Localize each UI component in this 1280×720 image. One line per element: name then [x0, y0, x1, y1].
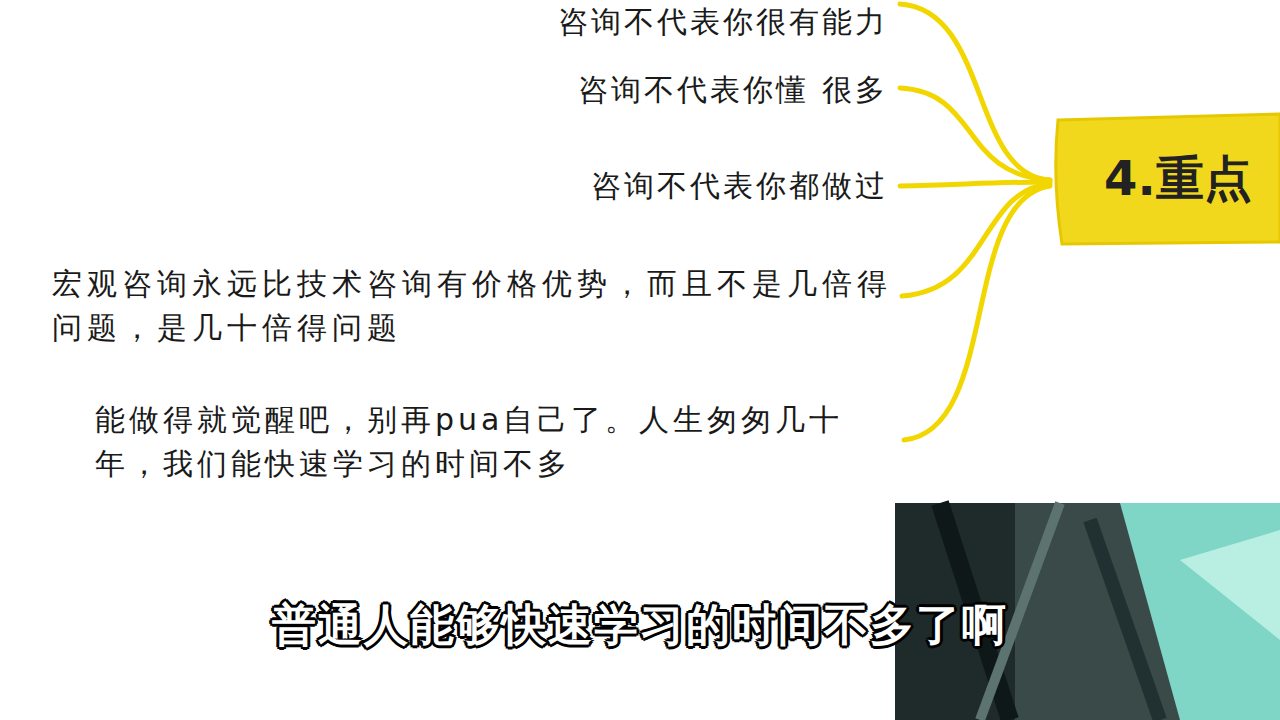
branch-curves	[900, 4, 1050, 440]
branch-text: 咨询不代表你很有能力	[558, 0, 888, 44]
branch-text: 咨询不代表你懂 很多	[578, 68, 888, 112]
branch-text: 宏观咨询永远比技术咨询有价格优势，而且不是几倍得问题，是几十倍得问题	[52, 262, 898, 350]
branch-text: 能做得就觉醒吧，别再pua自己了。人生匆匆几十年，我们能快速学习的时间不多	[95, 398, 895, 486]
topic-box: 4.重点	[1052, 112, 1280, 246]
branch-text: 咨询不代表你都做过	[591, 164, 888, 208]
subtitle: 普通人能够快速学习的时间不多了啊	[272, 596, 1008, 655]
topic-title: 4.重点	[1104, 147, 1272, 211]
